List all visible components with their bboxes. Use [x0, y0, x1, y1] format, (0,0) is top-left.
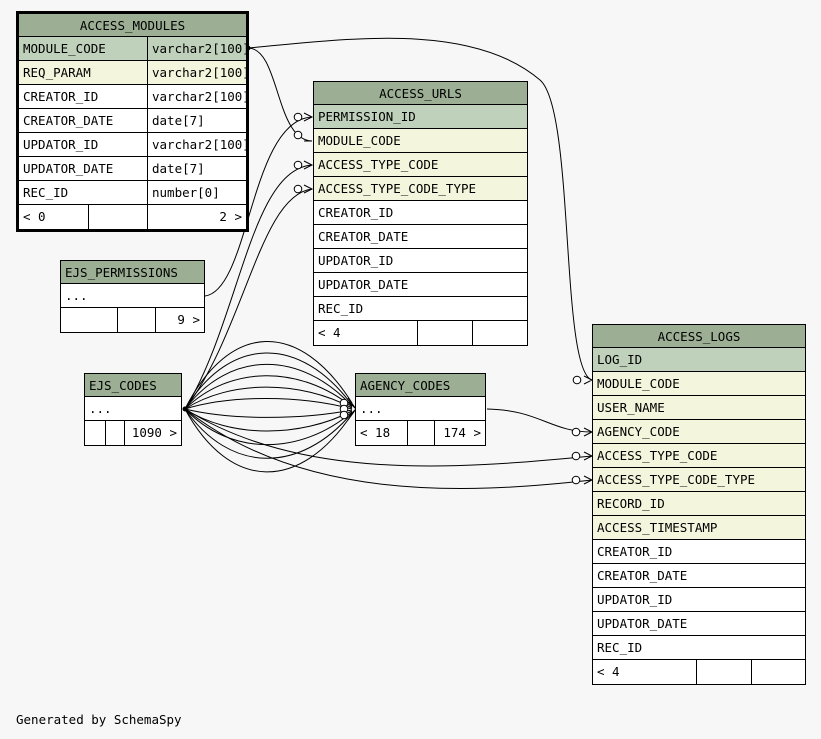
- table-row[interactable]: ACCESS_TYPE_CODE_TYPE: [593, 468, 805, 492]
- table-row[interactable]: REQ_PARAM varchar2[100]: [19, 61, 246, 85]
- table-footer: < 4: [314, 321, 527, 345]
- parents-count[interactable]: < 18: [356, 421, 408, 445]
- table-row[interactable]: LOG_ID: [593, 348, 805, 372]
- table-row[interactable]: ACCESS_TYPE_CODE_TYPE: [314, 177, 527, 201]
- table-row[interactable]: PERMISSION_ID: [314, 105, 527, 129]
- link-ejscodes-agency-11: [184, 408, 353, 473]
- table-agency-codes[interactable]: AGENCY_CODES ... < 18 174 >: [355, 373, 486, 446]
- parents-count[interactable]: [61, 308, 118, 332]
- table-row[interactable]: MODULE_CODE: [593, 372, 805, 396]
- footer-spacer: [418, 321, 473, 345]
- table-row[interactable]: UPDATOR_ID varchar2[100]: [19, 133, 246, 157]
- table-row[interactable]: CREATOR_DATE: [314, 225, 527, 249]
- table-row[interactable]: MODULE_CODE: [314, 129, 527, 153]
- children-count[interactable]: 9 >: [177, 312, 200, 327]
- parents-count[interactable]: < 4: [593, 660, 697, 684]
- table-row[interactable]: CREATOR_DATE: [593, 564, 805, 588]
- table-row[interactable]: CREATOR_ID varchar2[100]: [19, 85, 246, 109]
- table-access-urls[interactable]: ACCESS_URLS PERMISSION_ID MODULE_CODE AC…: [313, 81, 528, 346]
- generated-by-credit: Generated by SchemaSpy: [16, 712, 182, 727]
- children-count[interactable]: 174 >: [443, 425, 481, 440]
- children-count[interactable]: [752, 660, 805, 684]
- table-row[interactable]: CREATOR_DATE date[7]: [19, 109, 246, 133]
- table-row[interactable]: REC_ID number[0]: [19, 181, 246, 205]
- footer-spacer: [106, 421, 125, 445]
- table-row[interactable]: MODULE_CODE varchar2[100]: [19, 37, 246, 61]
- table-row[interactable]: UPDATOR_DATE date[7]: [19, 157, 246, 181]
- table-row[interactable]: UPDATOR_DATE: [593, 612, 805, 636]
- table-title: ACCESS_LOGS: [593, 325, 805, 348]
- table-title: ACCESS_MODULES: [19, 14, 246, 37]
- link-ejscodes-urls-type: [184, 164, 313, 410]
- link-modules-logs: [247, 37, 593, 381]
- table-row[interactable]: RECORD_ID: [593, 492, 805, 516]
- table-row[interactable]: REC_ID: [314, 297, 527, 321]
- link-permissions-urls: [204, 116, 313, 297]
- table-access-logs[interactable]: ACCESS_LOGS LOG_ID MODULE_CODE USER_NAME…: [592, 324, 806, 685]
- link-ejscodes-agency-5: [184, 386, 353, 410]
- table-row[interactable]: ...: [85, 397, 181, 421]
- table-row[interactable]: CREATOR_ID: [314, 201, 527, 225]
- link-ejscodes-agency-8: [184, 408, 353, 432]
- children-count[interactable]: 2 >: [219, 209, 242, 224]
- link-ejscodes-logs-typetype: [184, 408, 593, 489]
- table-row[interactable]: AGENCY_CODE: [593, 420, 805, 444]
- link-ejscodes-agency-1: [184, 341, 353, 410]
- table-footer: 9 >: [61, 308, 204, 332]
- link-ejscodes-agency-4: [184, 375, 353, 410]
- link-ejscodes-logs-type: [184, 408, 593, 467]
- link-modules-urls: [247, 47, 313, 142]
- table-row[interactable]: ...: [356, 397, 485, 421]
- table-footer: 1090 >: [85, 421, 181, 445]
- parents-count[interactable]: < 4: [314, 321, 418, 345]
- parents-count[interactable]: [85, 421, 106, 445]
- table-title: EJS_PERMISSIONS: [61, 261, 204, 284]
- table-row[interactable]: ACCESS_TYPE_CODE: [314, 153, 527, 177]
- children-count[interactable]: [473, 321, 527, 345]
- table-title: AGENCY_CODES: [356, 374, 485, 397]
- table-row[interactable]: CREATOR_ID: [593, 540, 805, 564]
- table-row[interactable]: UPDATOR_DATE: [314, 273, 527, 297]
- table-ejs-codes[interactable]: EJS_CODES ... 1090 >: [84, 373, 182, 446]
- table-title: EJS_CODES: [85, 374, 181, 397]
- footer-spacer: [408, 421, 435, 445]
- table-row[interactable]: REC_ID: [593, 636, 805, 660]
- table-row[interactable]: ACCESS_TYPE_CODE: [593, 444, 805, 468]
- link-ejscodes-agency-6: [184, 398, 353, 410]
- link-ejscodes-agency-3: [184, 363, 353, 410]
- table-footer: < 4: [593, 660, 805, 684]
- table-footer: < 18 174 >: [356, 421, 485, 445]
- table-access-modules[interactable]: ACCESS_MODULES MODULE_CODE varchar2[100]…: [16, 11, 249, 232]
- table-ejs-permissions[interactable]: EJS_PERMISSIONS ... 9 >: [60, 260, 205, 333]
- table-row[interactable]: USER_NAME: [593, 396, 805, 420]
- link-ejscodes-agency-2: [184, 352, 353, 410]
- link-ejscodes-agency-7: [184, 408, 353, 418]
- table-row[interactable]: UPDATOR_ID: [314, 249, 527, 273]
- table-footer: < 0 2 >: [19, 205, 246, 229]
- link-ejscodes-agency-10: [184, 408, 353, 459]
- table-row[interactable]: UPDATOR_ID: [593, 588, 805, 612]
- footer-spacer: [89, 205, 148, 229]
- table-row[interactable]: ...: [61, 284, 204, 308]
- table-title: ACCESS_URLS: [314, 82, 527, 105]
- children-count[interactable]: 1090 >: [131, 425, 177, 440]
- footer-spacer: [697, 660, 752, 684]
- parents-count[interactable]: < 0: [19, 205, 89, 229]
- footer-spacer: [118, 308, 156, 332]
- table-row[interactable]: ACCESS_TIMESTAMP: [593, 516, 805, 540]
